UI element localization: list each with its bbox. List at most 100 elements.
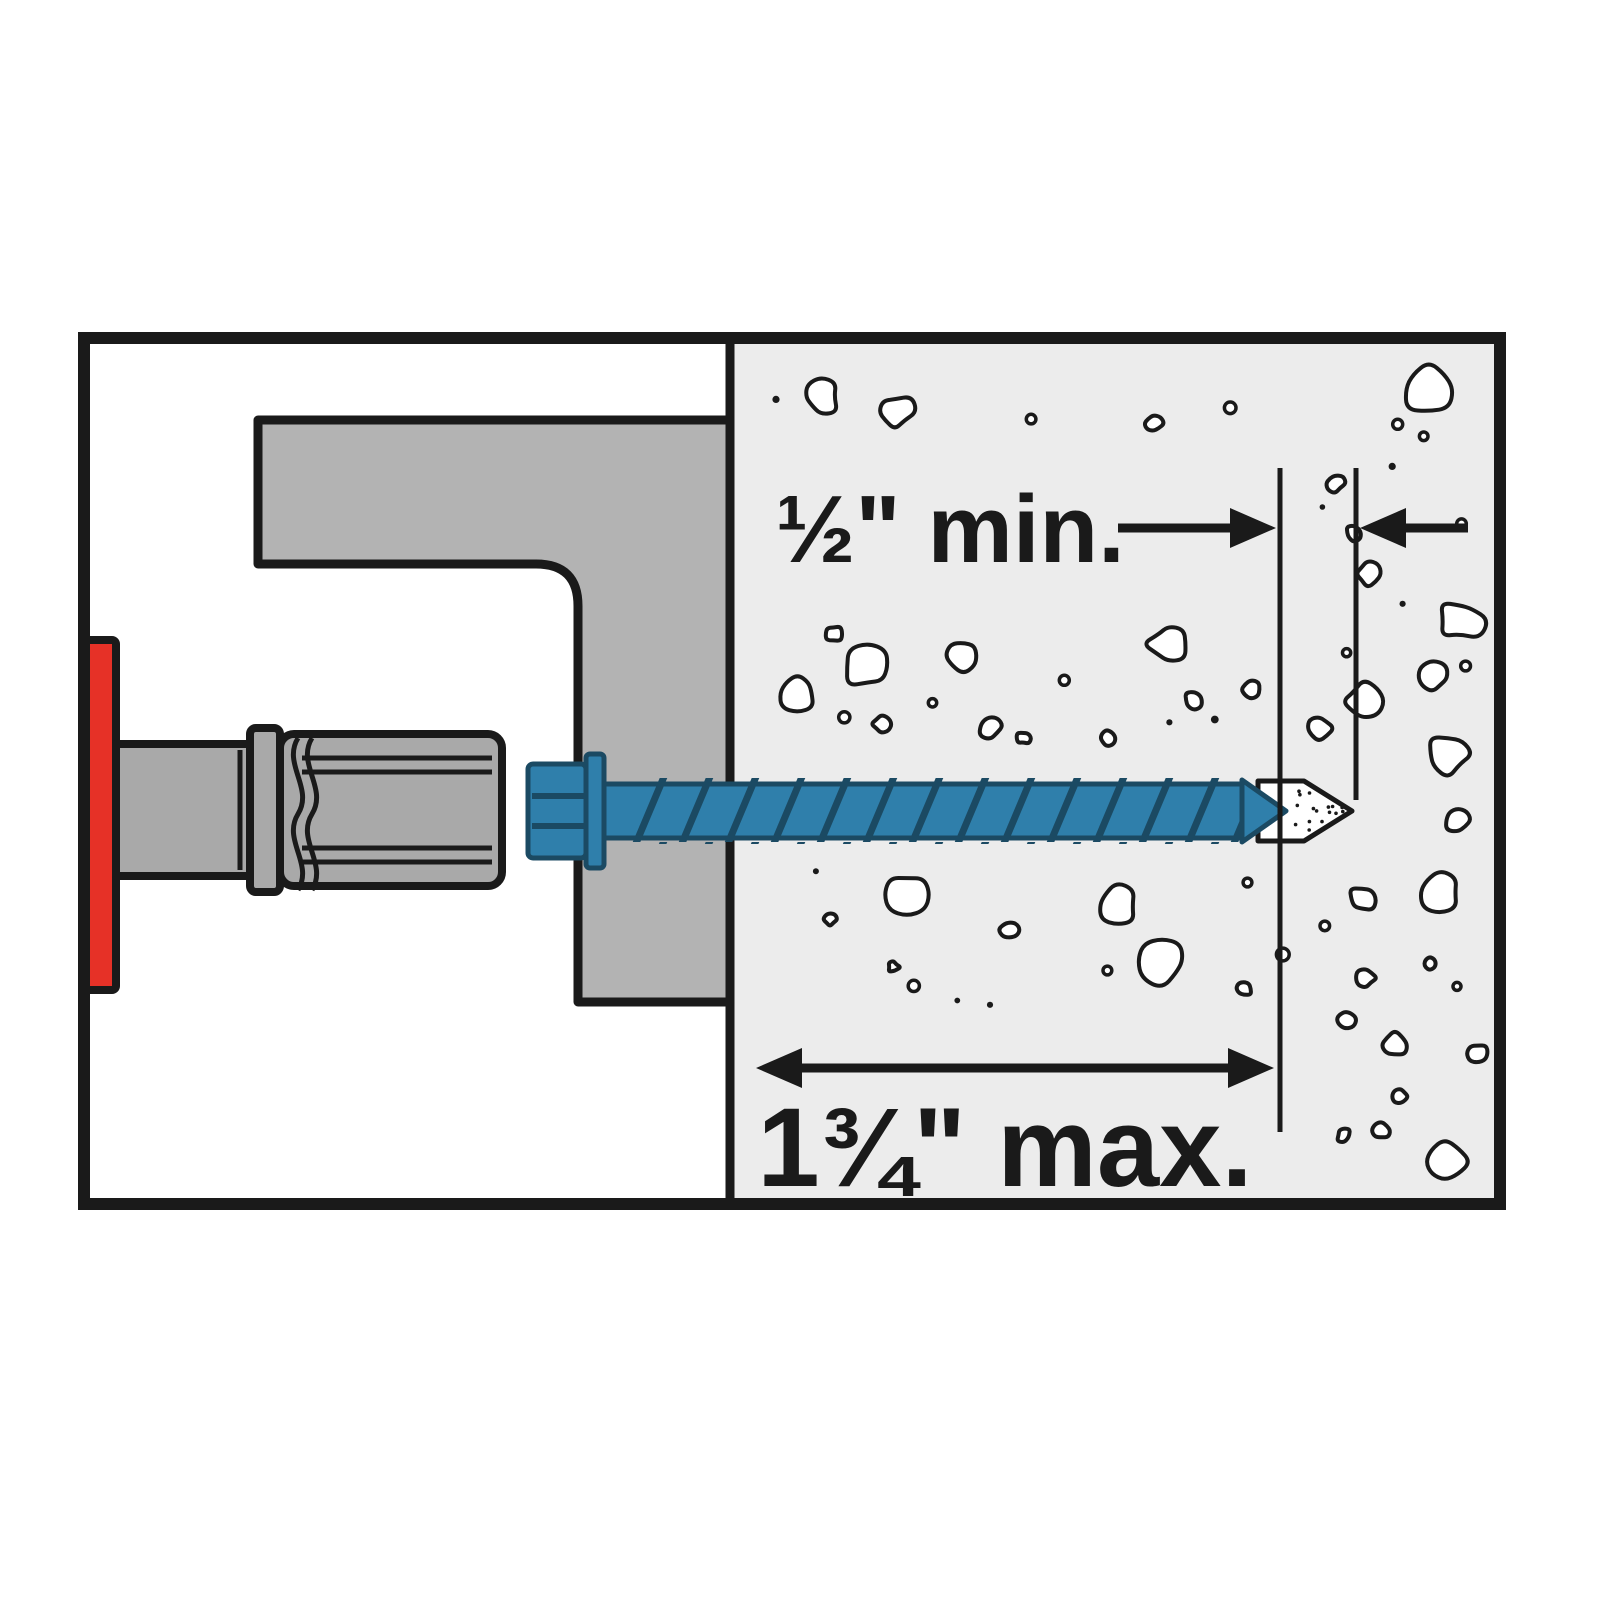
- aggregate-blob: [1057, 673, 1072, 688]
- aggregate-blob: [1101, 964, 1114, 977]
- aggregate-blob: [1458, 659, 1473, 673]
- min-clearance-dimension: ½" min.: [775, 468, 1468, 1132]
- aggregate-blob: [778, 674, 815, 714]
- aggregate-blob: [1306, 715, 1335, 742]
- aggregate-blob: [804, 376, 839, 416]
- aggregate-dot: [1319, 504, 1326, 510]
- aggregate-dot: [812, 868, 819, 875]
- aggregate-blob: [1428, 735, 1472, 778]
- aggregate-blob: [1335, 1010, 1358, 1031]
- aggregate-blob: [1144, 625, 1188, 663]
- max-embedment-dimension: 1¾" max.: [756, 1048, 1274, 1210]
- screw-hex-head: [525, 761, 589, 861]
- max-embedment-label: 1¾" max.: [757, 1085, 1252, 1210]
- aggregate-blob: [1324, 473, 1348, 495]
- diagram-frame: [78, 332, 1506, 1210]
- aggregate-blob: [1234, 980, 1253, 997]
- aggregate-blob: [1439, 601, 1489, 639]
- screw-threads: [628, 778, 1240, 844]
- aggregate-blob: [886, 959, 902, 974]
- concrete-screw: [525, 751, 1289, 871]
- aggregate-blob: [878, 395, 918, 430]
- aggregate-blob: [1024, 412, 1038, 426]
- driver-tool: [112, 724, 506, 896]
- hole-stipple-dot: [1327, 810, 1332, 815]
- hole-stipple-dot: [1340, 805, 1344, 810]
- aggregate-blob: [997, 920, 1022, 940]
- aggregate-blob: [1240, 678, 1262, 701]
- hole-stipple-dot: [1307, 791, 1312, 795]
- aggregate-blob: [1451, 980, 1463, 993]
- aggregate-blob: [1422, 955, 1438, 972]
- aggregate-blob: [1348, 886, 1378, 912]
- hole-stipple-dot: [1307, 828, 1311, 832]
- hole-stipple-dot: [1314, 809, 1319, 813]
- min-clearance-label: ½" min.: [775, 476, 1125, 583]
- aggregate-blob: [1355, 559, 1383, 589]
- hole-stipple-dot: [1326, 805, 1331, 809]
- aggregate-blob: [845, 642, 890, 687]
- aggregate-blob: [821, 911, 839, 928]
- aggregate-blob: [870, 713, 894, 735]
- hole-stipple-dot: [1295, 803, 1300, 808]
- red-tool-tip: [82, 636, 120, 994]
- screw-tip: [1239, 777, 1289, 845]
- arrowhead-left-icon: [1360, 508, 1406, 548]
- aggregate-blob: [1014, 730, 1033, 746]
- aggregate-blob: [1241, 876, 1254, 889]
- aggregate-blob: [1183, 690, 1204, 712]
- aggregate-blob: [1417, 430, 1430, 443]
- screw-washer-flange: [583, 751, 607, 871]
- aggregate-dot: [772, 395, 780, 403]
- driver-shaft: [112, 740, 254, 880]
- socket-flex-wave: [290, 736, 306, 892]
- aggregate-dot: [1399, 600, 1406, 607]
- aggregate-blob: [1403, 362, 1455, 413]
- hole-stipple-dot: [1341, 809, 1345, 814]
- aggregate-blob: [1340, 646, 1353, 659]
- aggregate-blob: [944, 641, 979, 675]
- aggregate-blob: [1418, 870, 1458, 915]
- aggregate-blob: [1098, 882, 1136, 926]
- aggregate-blob: [1142, 413, 1166, 433]
- arrowhead-right-icon: [1230, 508, 1276, 548]
- aggregate-blob: [1370, 1120, 1392, 1140]
- hole-stipple-dot: [1330, 804, 1335, 809]
- aggregate-blob: [1444, 807, 1472, 834]
- aggregate-blob: [1390, 1087, 1410, 1105]
- aggregate-blob: [823, 624, 845, 643]
- aggregate-blob: [1222, 400, 1238, 416]
- driver-collar: [246, 724, 284, 896]
- aggregate-blob: [1390, 417, 1405, 432]
- aggregate-dot: [954, 997, 961, 1004]
- hole-stipple-dot: [1311, 806, 1316, 811]
- fixture-bracket: [253, 415, 735, 1007]
- aggregate-dot: [986, 1001, 994, 1008]
- aggregate-blob: [977, 715, 1004, 741]
- aggregate-dot: [1388, 462, 1396, 470]
- socket-flex-wave: [304, 736, 320, 892]
- aggregate-blob: [1318, 919, 1332, 933]
- aggregate-blob: [1465, 1043, 1490, 1065]
- hole-stipple: [1293, 789, 1345, 832]
- concrete-wall: [730, 338, 1500, 1204]
- aggregate-dot: [1166, 719, 1173, 726]
- arrowhead-right-icon: [1228, 1048, 1274, 1088]
- hole-stipple-dot: [1307, 819, 1312, 824]
- aggregate-blob: [1416, 659, 1450, 693]
- aggregate-blob: [1425, 1139, 1470, 1181]
- aggregate-blob: [1335, 1126, 1352, 1144]
- arrowhead-left-icon: [756, 1048, 802, 1088]
- aggregate-blob: [906, 978, 922, 994]
- hole-stipple-dot: [1297, 789, 1301, 793]
- aggregate-blob: [926, 696, 939, 709]
- hole-stipple-dot: [1320, 819, 1324, 824]
- hole-stipple-dot: [1298, 792, 1302, 797]
- aggregate-blob: [1380, 1029, 1409, 1057]
- aggregate-blob: [883, 875, 931, 917]
- aggregate-blob: [1136, 937, 1185, 988]
- aggregate-blob: [1354, 967, 1378, 989]
- hole-stipple-dot: [1334, 811, 1338, 816]
- hole-stipple-dot: [1293, 822, 1298, 827]
